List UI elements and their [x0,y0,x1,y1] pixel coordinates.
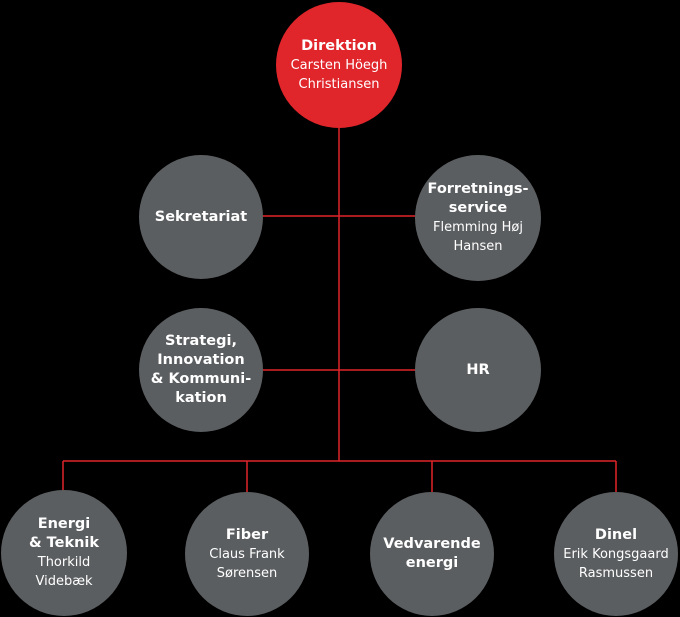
node-title: Energi & Teknik [28,516,100,551]
node-dinel: Dinel Erik Kongsgaard Rasmussen [554,492,678,616]
node-person: Thorkild Videbæk [35,555,93,589]
node-title: Fiber [225,526,269,543]
node-title: Vedvarende energi [383,536,481,571]
node-sekretariat: Sekretariat [139,155,263,279]
node-title: Forretnings- service [427,181,529,216]
node-vedvarende-energi: Vedvarende energi [370,492,494,616]
node-title: Dinel [594,526,638,543]
node-strategi: Strategi, Innovation & Kommuni- kation [139,308,263,432]
node-energi-teknik: Energi & Teknik Thorkild Videbæk [1,490,127,616]
node-hr: HR [415,308,541,432]
node-title: HR [466,361,490,378]
node-person: Erik Kongsgaard Rasmussen [563,546,669,581]
node-direktion: Direktion Carsten Höegh Christiansen [276,2,402,128]
node-fiber: Fiber Claus Frank Sørensen [185,492,309,616]
node-title: Sekretariat [154,208,248,225]
node-title: Strategi, Innovation & Kommuni- kation [150,333,252,406]
node-forretningsservice: Forretnings- service Flemming Høj Hansen [415,155,541,281]
node-person: Carsten Höegh Christiansen [290,57,388,92]
node-person: Flemming Høj Hansen [433,220,523,254]
node-person: Claus Frank Sørensen [209,546,285,581]
node-title: Direktion [301,37,377,54]
